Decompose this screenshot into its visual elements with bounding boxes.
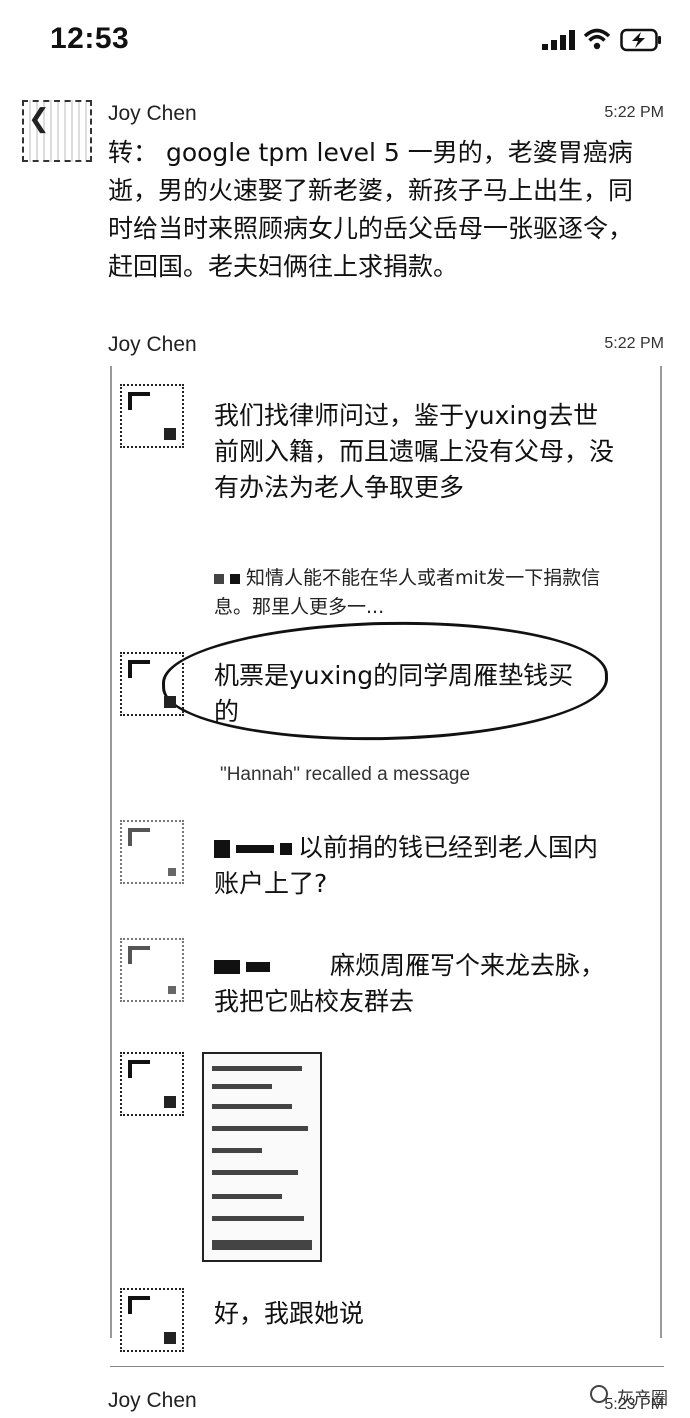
message-time: 5:22 PM bbox=[604, 335, 664, 352]
avatar[interactable] bbox=[120, 938, 184, 1002]
avatar[interactable] bbox=[120, 1288, 184, 1352]
image-content-line bbox=[212, 1066, 302, 1071]
sender-name: Joy Chen bbox=[108, 333, 197, 356]
image-content-line bbox=[212, 1194, 282, 1199]
message-text-content: 以前捐的钱已经到老人国内账户上了? bbox=[214, 833, 599, 898]
status-time: 12:53 bbox=[50, 22, 130, 55]
image-content-line bbox=[212, 1216, 304, 1221]
image-attachment[interactable] bbox=[202, 1052, 322, 1262]
cellular-signal-icon bbox=[542, 30, 575, 50]
sender-name: Joy Chen bbox=[108, 102, 197, 125]
image-content-line bbox=[212, 1148, 262, 1153]
watermark: 灰产圈 bbox=[617, 1389, 668, 1409]
recalled-message-note: "Hannah" recalled a message bbox=[219, 764, 471, 785]
redacted-mark bbox=[236, 845, 274, 853]
redacted-mark bbox=[280, 843, 292, 855]
quoted-screenshot[interactable] bbox=[110, 366, 662, 1338]
message-text[interactable]: 以前捐的钱已经到老人国内账户上了? bbox=[214, 830, 614, 902]
status-bar: 12:53 bbox=[0, 0, 690, 80]
message-text[interactable]: 好，我跟她说 bbox=[214, 1299, 365, 1328]
message-text[interactable]: 机票是yuxing的同学周雁垫钱买的 bbox=[214, 661, 574, 726]
image-content-line bbox=[212, 1104, 292, 1109]
avatar[interactable] bbox=[120, 820, 184, 884]
image-content-line bbox=[212, 1126, 308, 1131]
image-content-line bbox=[212, 1084, 272, 1089]
message-text[interactable]: 我们找律师问过，鉴于yuxing去世前刚入籍，而且遗嘱上没有父母，没有办法为老人… bbox=[214, 401, 615, 502]
redacted-mark bbox=[246, 962, 270, 972]
wifi-icon bbox=[583, 28, 611, 50]
sender-name: Joy Chen bbox=[108, 1389, 197, 1412]
battery-charging-icon bbox=[620, 28, 661, 52]
image-content-line bbox=[212, 1170, 298, 1175]
avatar[interactable]: ❮ bbox=[22, 100, 92, 162]
redacted-mark bbox=[214, 840, 230, 858]
reply-preview-text: 知情人能不能在华人或者mit发一下捐款信息。那里人更多一... bbox=[214, 567, 601, 618]
redacted-mark bbox=[230, 573, 240, 584]
avatar[interactable] bbox=[120, 652, 184, 716]
redacted-mark bbox=[214, 573, 224, 584]
message-text[interactable]: 转： google tpm level 5 一男的，老婆胃癌病逝，男的火速娶了新… bbox=[108, 138, 634, 281]
back-arrow-icon: ❮ bbox=[28, 104, 50, 134]
reply-preview: 知情人能不能在华人或者mit发一下捐款信息。那里人更多一... bbox=[214, 564, 614, 622]
message-text[interactable]: 麻烦周雁写个来龙去脉，我把它贴校友群去 bbox=[214, 948, 614, 1020]
avatar[interactable] bbox=[120, 1052, 184, 1116]
message-time: 5:22 PM bbox=[604, 104, 664, 121]
watermark-icon bbox=[590, 1385, 608, 1403]
image-content-line bbox=[212, 1240, 312, 1250]
redacted-mark bbox=[214, 960, 240, 974]
message-time: 5:23 PM bbox=[604, 1396, 664, 1413]
message-text-content: 麻烦周雁写个来龙去脉，我把它贴校友群去 bbox=[214, 951, 606, 1016]
avatar[interactable] bbox=[120, 384, 184, 448]
divider bbox=[110, 1366, 664, 1367]
